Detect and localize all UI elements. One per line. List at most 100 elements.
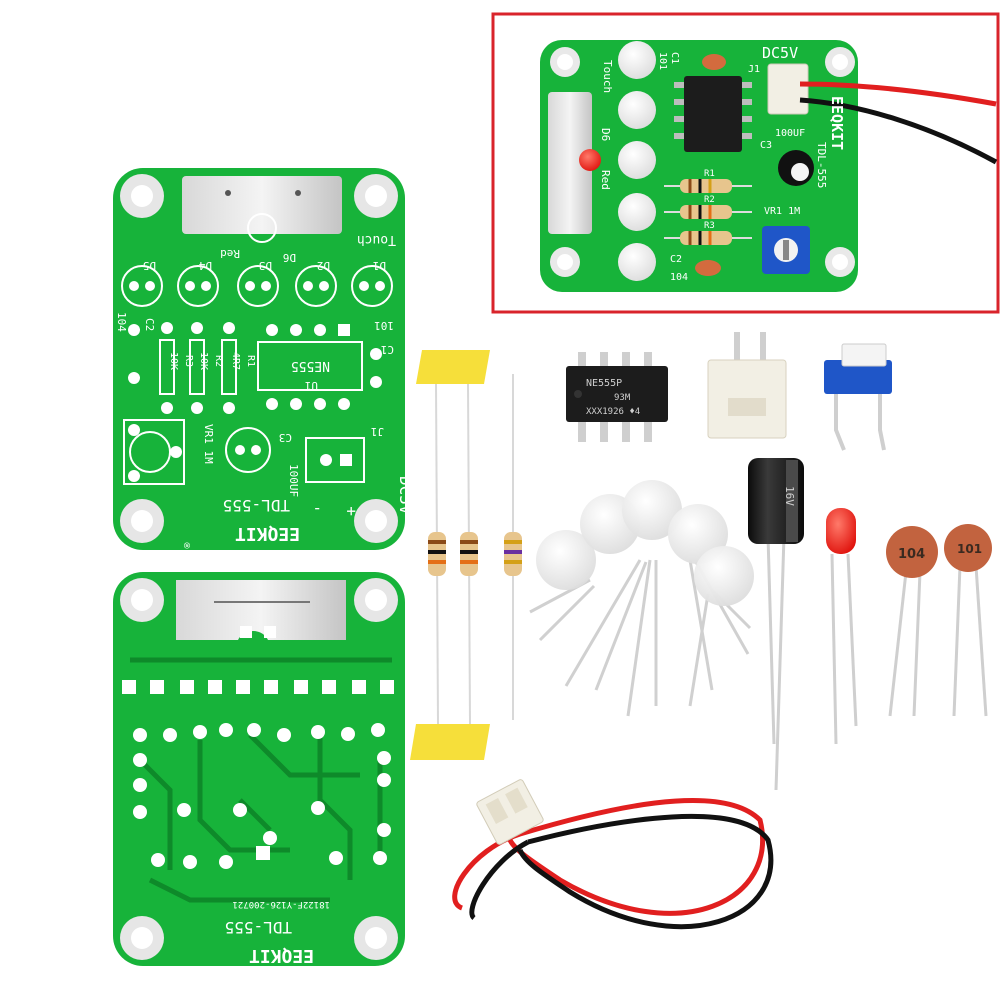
pcb-front-d3-label: D3: [259, 259, 272, 272]
pcb-front-led-pads: [129, 281, 385, 291]
pcb-front-d6-footprint: [247, 213, 277, 243]
power-cable: [452, 779, 774, 930]
pcb-front-u1-label: U1: [305, 379, 318, 392]
pcb-front-ic-pads: [266, 324, 350, 410]
ne555-marking-2: 93M: [614, 393, 631, 403]
cable-connector: [476, 779, 544, 845]
pcb-back-serial: 18122F-Y126-200721: [232, 899, 330, 909]
red-led: [826, 508, 858, 745]
pcb-front-r2-label: R2: [213, 355, 224, 367]
pcb-front-model: TDL-555: [223, 496, 290, 515]
pcb-front-resistor-footprints: [159, 322, 237, 414]
pcb-front-d5-label: D5: [143, 259, 156, 272]
inset-c2-value: 104: [670, 272, 688, 283]
pcb-front-d2-label: D2: [317, 259, 330, 272]
pcb-back: 18122F-Y126-200721 TDL-555 EEQKIT: [113, 572, 405, 966]
pcb-front-r3-label: R3: [183, 355, 194, 367]
pcb-front-c3-footprint: [225, 427, 271, 473]
ne555-marking-1: NE555P: [586, 378, 622, 389]
inset-c1-label: C1: [669, 52, 680, 64]
inset-j1-label: J1: [748, 64, 760, 75]
inset-c1-value: 101: [657, 52, 668, 70]
ceramic-label-104: 104: [898, 547, 925, 562]
pcb-front-d4-label: D4: [198, 259, 212, 272]
pcb-front-c1-pads: [370, 348, 382, 388]
inset-mount-holes: [550, 47, 855, 277]
inset-brand: EEQKIT: [828, 96, 846, 150]
pcb-front-touch-pad: [182, 176, 342, 234]
inset-red-wire: [799, 81, 997, 107]
resistor-body-1: [428, 532, 446, 576]
ceramic-capacitor-101: 101: [944, 524, 992, 717]
pcb-front-c1-value: 101: [374, 319, 394, 332]
inset-touch-label: Touch: [601, 60, 614, 93]
pcb-front-plus: +: [346, 502, 356, 521]
pcb-front-r3-value: 10K: [168, 352, 179, 370]
pcb-front-r1-label: R1: [245, 355, 256, 367]
pcb-front-c2-label: C2: [143, 318, 156, 331]
pcb-front-r2-value: 10K: [198, 352, 209, 370]
pcb-front-j1-label: J1: [371, 425, 384, 438]
inset-resistors: [664, 179, 752, 245]
pcb-front-ic-label: NE555: [291, 358, 330, 373]
pcb-front-red-label: Red: [220, 247, 240, 260]
inset-j1-connector: [767, 63, 809, 115]
inset-dc-label: DC5V: [762, 44, 798, 62]
resistor-body-2: [460, 532, 478, 576]
resistor-strip: [410, 350, 522, 760]
resistor-body-3: [504, 532, 522, 576]
capacitor-rating: 16V: [783, 486, 796, 506]
jst-connector: [707, 332, 787, 439]
pcb-front-vr1-footprint: [123, 419, 185, 485]
inset-c3-value: 100UF: [775, 128, 805, 139]
pcb-front: Touch Red D6 D5 D4 D3 D2 D1 C2 104: [113, 168, 415, 550]
pcb-front-c2-value: 104: [115, 312, 128, 332]
inset-c3-label: C3: [760, 140, 772, 151]
pcb-front-vr-label: VR1 1M: [202, 424, 215, 464]
inset-model: TDL-555: [815, 142, 828, 188]
white-led-bundle: [529, 480, 754, 717]
pcb-front-mount-holes: [120, 174, 398, 543]
cable-black: [469, 813, 774, 930]
pcb-back-brand: EEQKIT: [249, 945, 314, 966]
inset-red-led: [579, 149, 601, 171]
tape-bottom: [410, 724, 490, 760]
pcb-back-traces: [130, 657, 392, 903]
inset-red-label: Red: [599, 170, 612, 190]
pcb-front-led-footprints: [121, 265, 393, 307]
pcb-front-d6-label: D6: [283, 251, 296, 264]
inset-black-wire: [799, 97, 998, 165]
ceramic-label-101: 101: [957, 542, 982, 556]
inset-r2-label: R2: [704, 195, 715, 205]
inset-ic: [684, 76, 742, 152]
inset-ic-pins: [674, 82, 752, 139]
inset-d6-label: D6: [599, 128, 612, 141]
inset-c2-label: C2: [670, 254, 682, 265]
pcb-back-pads-row1: [122, 626, 394, 694]
inset-c1-ceramic: [702, 54, 726, 70]
tape-top: [416, 350, 490, 384]
pcb-front-j1-footprint: [305, 437, 365, 483]
ne555-chip: NE555P 93M XXX1926 ♦4: [566, 352, 668, 442]
inset-touch-pad: [548, 92, 592, 234]
pcb-front-brand: EEQKIT: [235, 523, 300, 544]
pcb-front-touch-label: Touch: [357, 232, 396, 247]
pcb-front-c1-label: C1: [381, 343, 394, 356]
ne555-marking-3: XXX1926 ♦4: [586, 407, 640, 417]
inset-r3-label: R3: [704, 221, 715, 231]
inset-vr-label: VR1 1M: [764, 206, 800, 217]
pcb-back-mount-holes: [120, 578, 398, 960]
trimmer-potentiometer: [824, 343, 892, 451]
inset-led-column: [618, 41, 656, 281]
pcb-front-ic-footprint: [257, 341, 363, 391]
pcb-front-c3-value: 100UF: [287, 464, 300, 497]
inset-c2-ceramic: [695, 260, 721, 276]
pcb-front-r1-value: 4R7: [230, 352, 241, 370]
pcb-front-c3-label: C3: [279, 431, 292, 444]
pcb-front-minus: -: [312, 500, 322, 519]
inset-assembled-board: Touch D6 Red C1 101 DC5V J1: [491, 12, 1000, 314]
ceramic-capacitor-104: 104: [886, 526, 938, 717]
pcb-front-d1-label: D1: [373, 259, 386, 272]
pcb-front-dc-label: DC5V: [396, 476, 415, 515]
